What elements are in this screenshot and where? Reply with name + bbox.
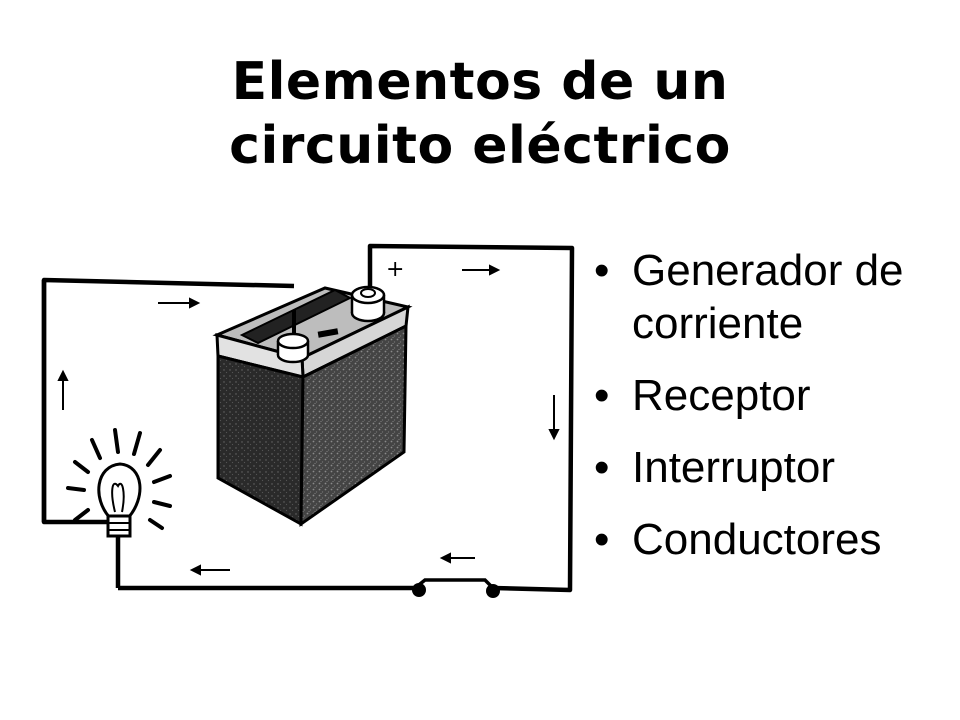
bulb-filament — [111, 482, 125, 513]
battery-icon — [212, 285, 413, 527]
list-item: Generador de corriente — [592, 244, 952, 350]
positive-terminal — [350, 285, 386, 323]
arrow-icon — [57, 264, 560, 576]
wire-bottom-right — [367, 243, 575, 593]
title-line-1: Elementos de un — [231, 52, 729, 112]
elements-list: Generador de corriente Receptor Interrup… — [592, 244, 952, 585]
bulb-base — [106, 514, 132, 538]
positive-sign: + — [386, 257, 404, 282]
conductor-wires — [41, 243, 575, 593]
switch-icon — [412, 578, 500, 598]
bulb-glass — [97, 462, 142, 520]
battery-side — [299, 323, 408, 527]
light-rays — [66, 428, 172, 530]
list-item: Interruptor — [592, 441, 952, 494]
list-item: Conductores — [592, 513, 952, 566]
negative-marker — [317, 328, 339, 338]
title-line-2: circuito eléctrico — [229, 116, 731, 176]
circuit-diagram: + — [41, 243, 575, 598]
battery-front — [216, 354, 305, 527]
light-bulb-icon — [66, 428, 172, 538]
list-item: Receptor — [592, 369, 952, 422]
negative-terminal — [276, 310, 310, 364]
slide-title: Elementos de un circuito eléctrico — [0, 50, 960, 178]
